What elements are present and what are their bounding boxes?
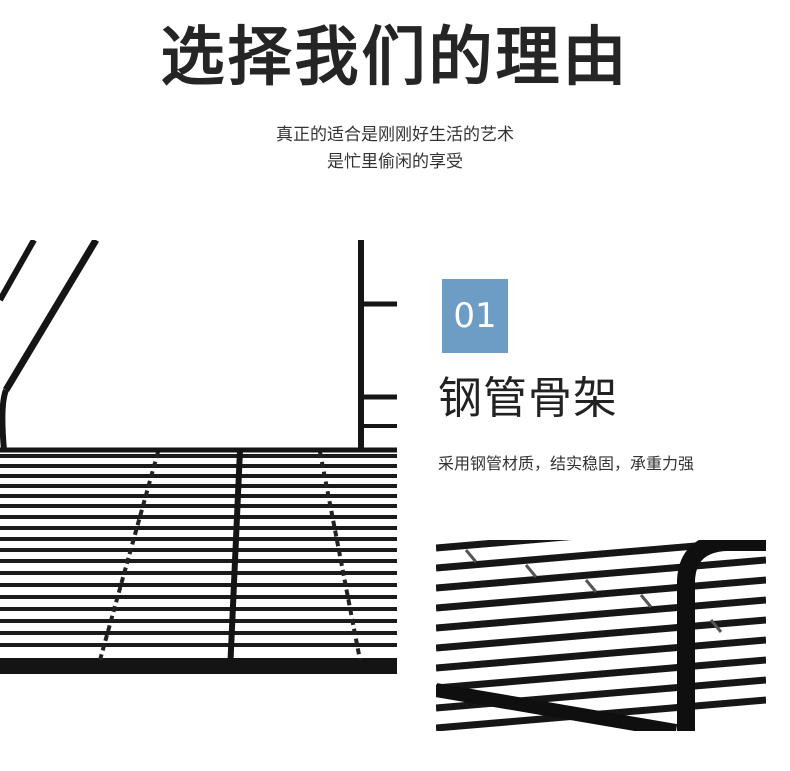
- rail: [0, 240, 37, 302]
- rail: [0, 388, 9, 451]
- rail: [2, 240, 100, 392]
- support-tie: [98, 451, 160, 661]
- tie-wires: [464, 549, 723, 633]
- support-tie: [318, 451, 362, 661]
- slats: [0, 454, 397, 647]
- page-title: 选择我们的理由: [160, 21, 630, 95]
- detail-illustration: [436, 540, 766, 731]
- feature-title: 钢管骨架: [438, 373, 618, 424]
- bed-frame-illustration: [0, 240, 397, 674]
- subtitle-line-1: 真正的适合是刚刚好生活的艺术: [276, 125, 514, 145]
- feature-number-badge: 01: [442, 279, 508, 353]
- bed-frame-photo: [0, 240, 397, 692]
- detail-photo: [436, 540, 766, 731]
- support-bar: [227, 449, 243, 673]
- feature-description: 采用钢管材质，结实稳固，承重力强: [438, 454, 695, 473]
- corner-tube: [677, 540, 766, 731]
- subtitle-line-2: 是忙里偷闲的享受: [327, 152, 463, 172]
- frame-bottom: [0, 658, 397, 674]
- frame-bar: [436, 683, 678, 731]
